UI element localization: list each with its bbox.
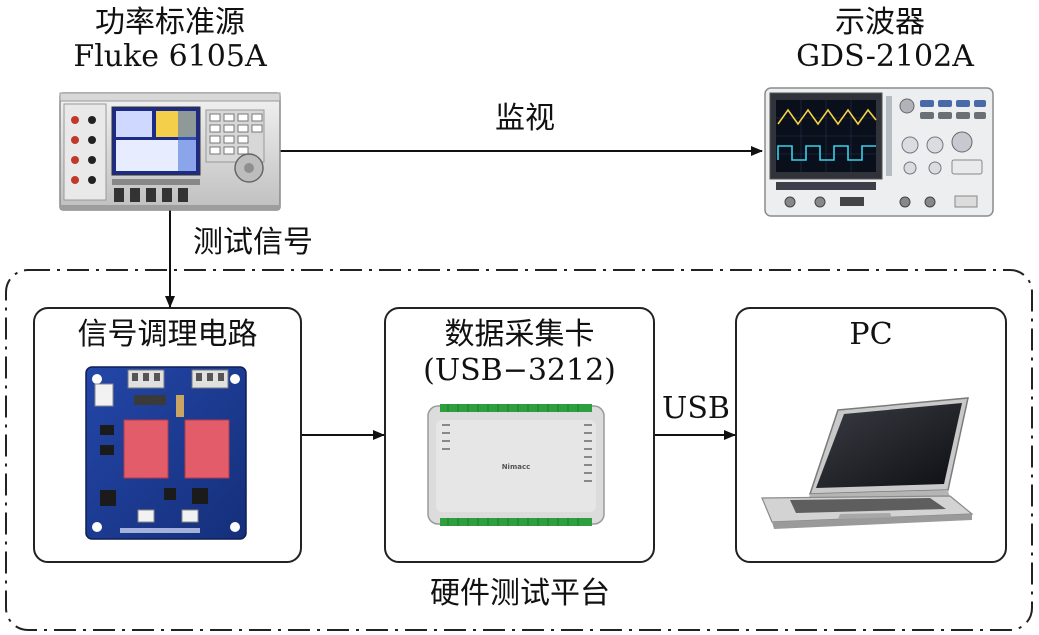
- test-signal-label: 测试信号: [193, 225, 313, 260]
- power-standard-image: [59, 92, 281, 211]
- monitor-label: 监视: [495, 101, 555, 136]
- oscilloscope-model: GDS-2102A: [796, 39, 974, 74]
- pc-title: PC: [849, 317, 893, 352]
- daq-card-image: Nimacc: [427, 404, 605, 526]
- power-standard-model: Fluke 6105A: [73, 39, 267, 74]
- oscilloscope-image: [764, 87, 994, 217]
- power-standard-name: 功率标准源: [95, 5, 245, 40]
- daq-title: 数据采集卡: [444, 317, 595, 352]
- platform-label: 硬件测试平台: [430, 576, 610, 611]
- usb-label: USB: [662, 391, 730, 426]
- daq-device-brand: Nimacc: [502, 463, 531, 471]
- platform-frame: [5, 269, 1033, 631]
- daq-subtitle: (USB−3212): [423, 353, 616, 388]
- conditioning-title: 信号调理电路: [77, 317, 258, 352]
- laptop-image: [761, 397, 974, 529]
- conditioning-pcb-image: [85, 366, 247, 540]
- oscilloscope-name: 示波器: [835, 5, 925, 40]
